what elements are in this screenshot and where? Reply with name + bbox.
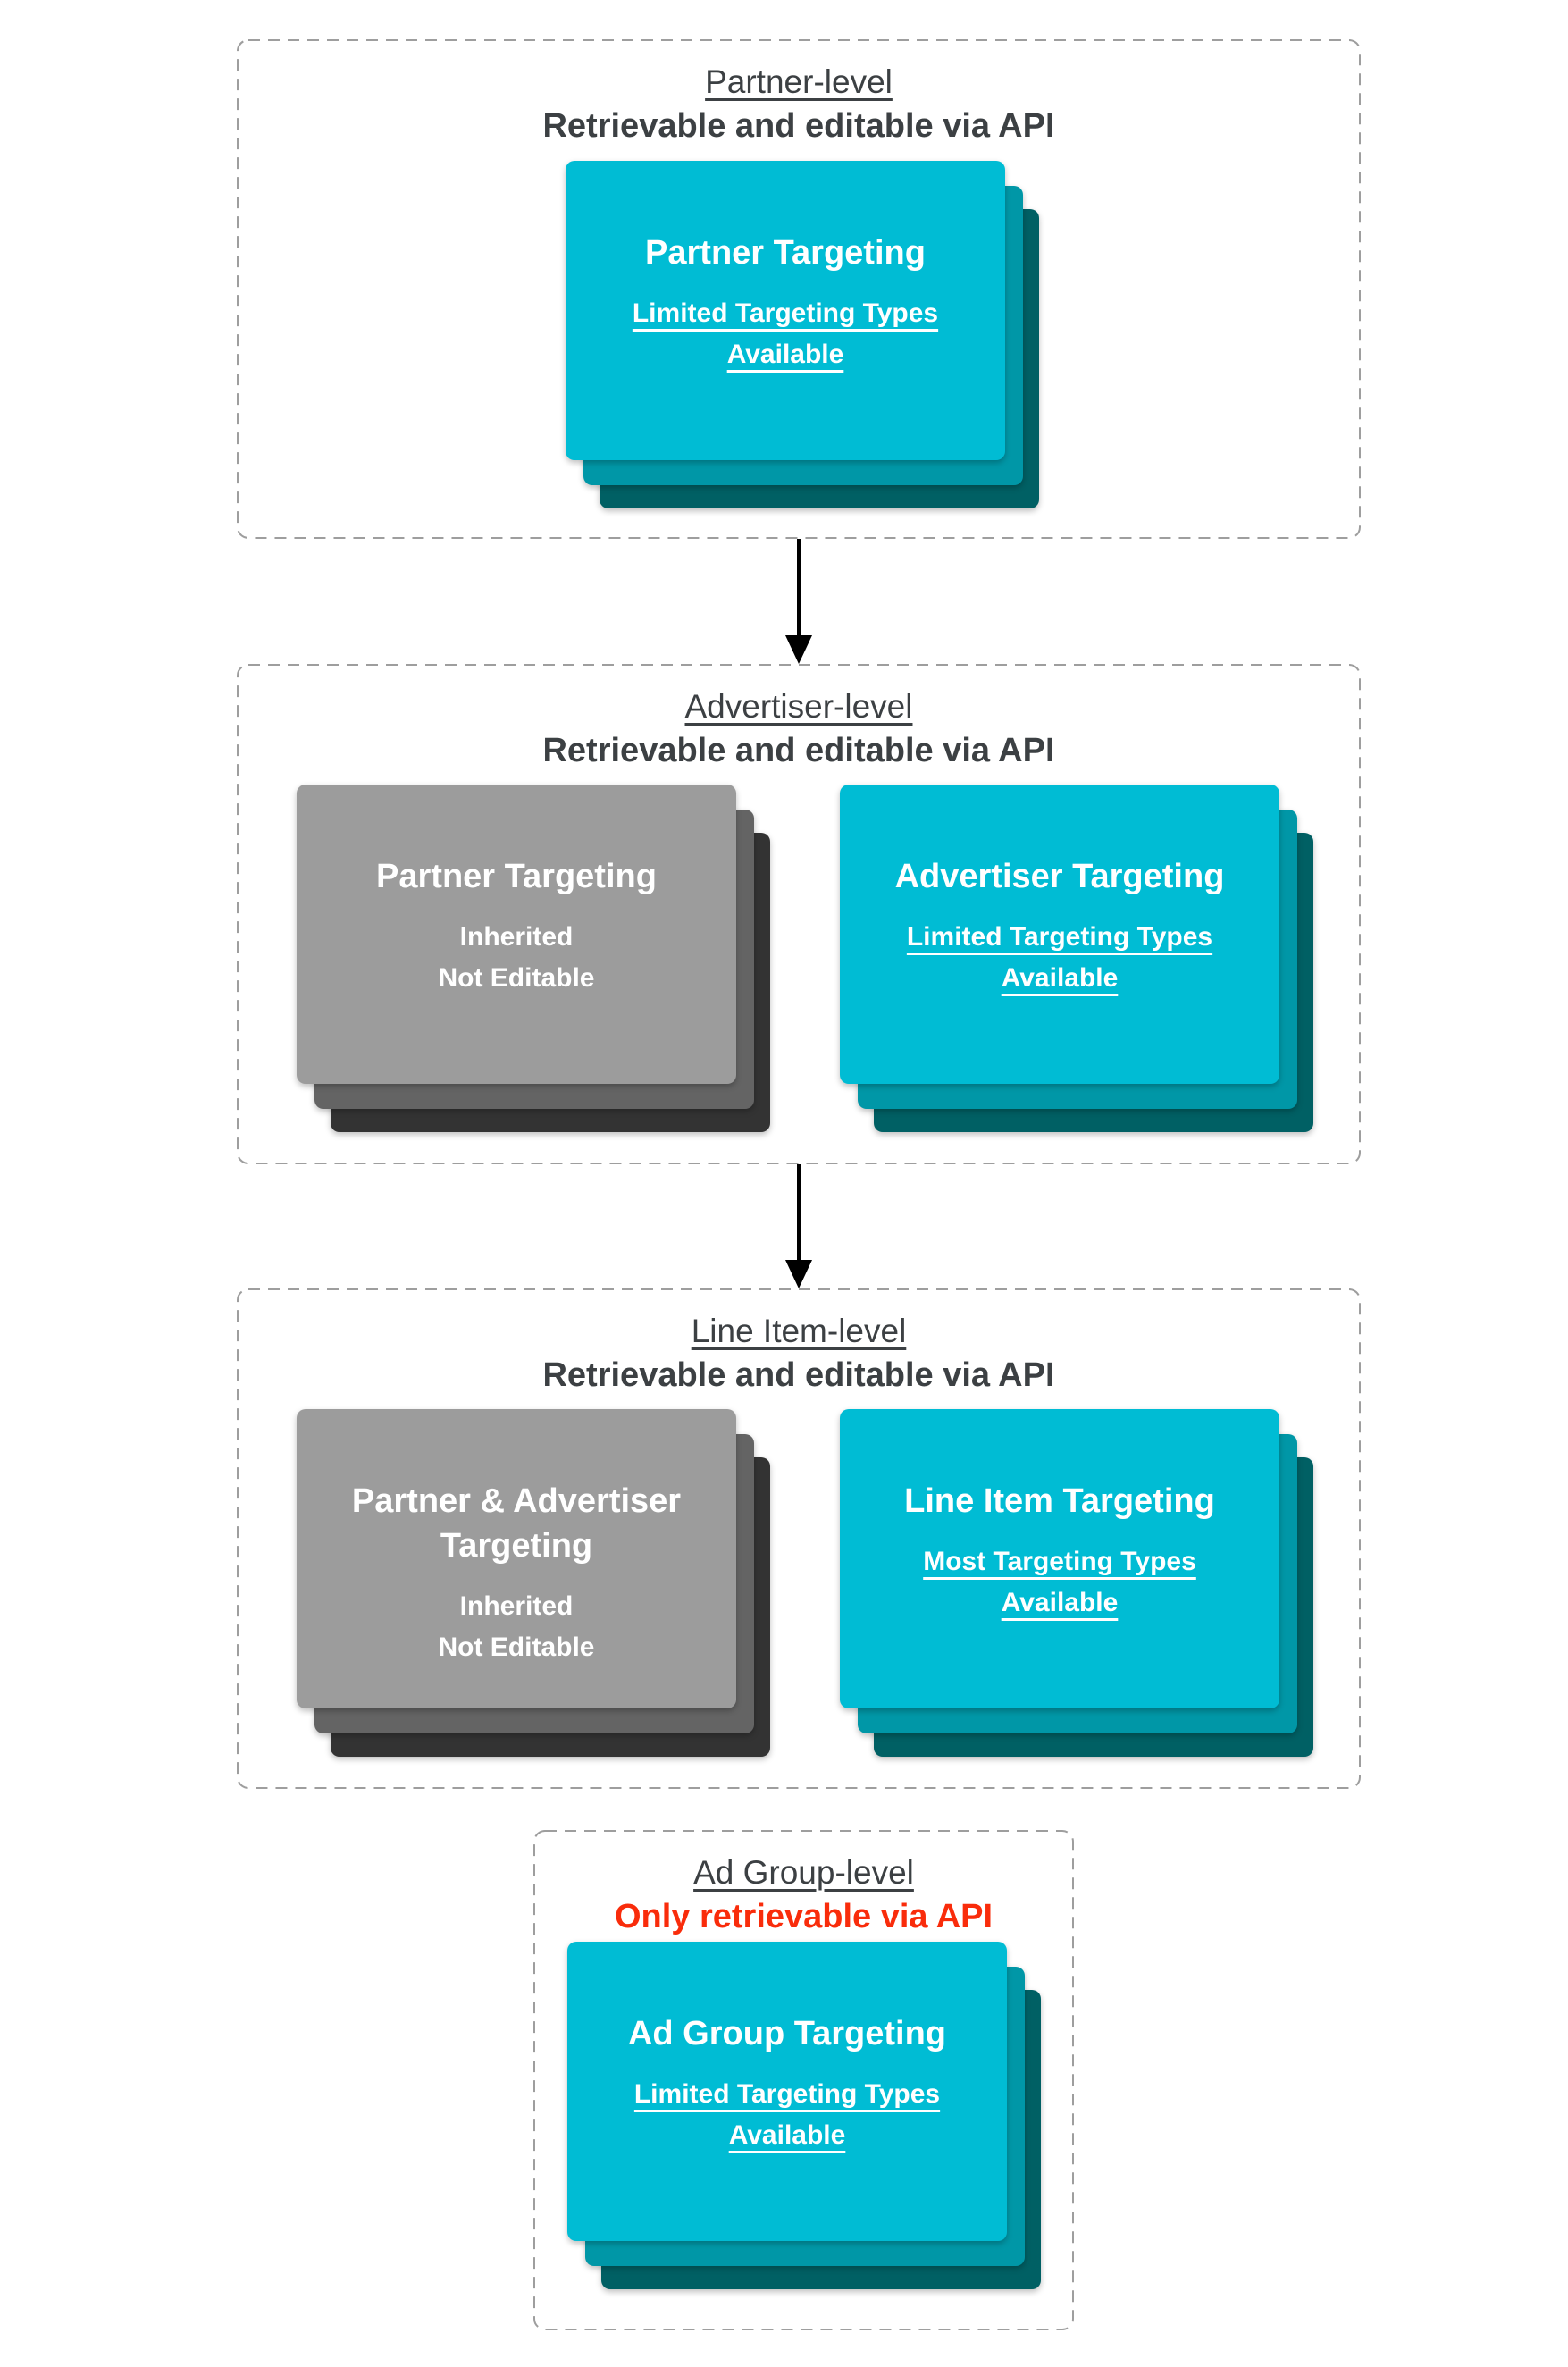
section-subtitle: Retrievable and editable via API <box>542 1356 1055 1394</box>
card-body: Limited Targeting Types Available <box>840 917 1279 999</box>
card-body: Most Targeting Types Available <box>840 1541 1279 1624</box>
card-title: Partner Targeting <box>297 785 736 899</box>
card-body-line: Not Editable <box>438 1633 595 1662</box>
card-inherited-partner-targeting: Partner Targeting Inherited Not Editable <box>297 785 736 1084</box>
card-ad-group-targeting: Ad Group Targeting Limited Targeting Typ… <box>567 1942 1007 2241</box>
card-stack-ad-group-targeting: Ad Group Targeting Limited Targeting Typ… <box>567 1942 1041 2289</box>
card-title: Partner & Advertiser Targeting <box>297 1409 736 1568</box>
card-stack-inherited-partner-advertiser-targeting: Partner & Advertiser Targeting Inherited… <box>297 1409 770 1757</box>
section-title: Ad Group-level <box>693 1854 914 1891</box>
section-subtitle: Retrievable and editable via API <box>542 732 1055 769</box>
arrow-line <box>797 539 801 635</box>
card-body: Limited Targeting Types Available <box>566 293 1005 375</box>
card-title-line: Line Item Targeting <box>904 1482 1215 1520</box>
section-header: Partner-level Retrievable and editable v… <box>237 39 1361 148</box>
card-title-line: Partner Targeting <box>376 858 657 895</box>
card-line-item-targeting: Line Item Targeting Most Targeting Types… <box>840 1409 1279 1708</box>
section-partner-level: Partner-level Retrievable and editable v… <box>237 39 1361 539</box>
card-stack-line-item-targeting: Line Item Targeting Most Targeting Types… <box>840 1409 1313 1757</box>
card-body-line: Available <box>1001 1588 1119 1617</box>
card-title: Line Item Targeting <box>840 1409 1279 1523</box>
card-advertiser-targeting: Advertiser Targeting Limited Targeting T… <box>840 785 1279 1084</box>
card-stack-inherited-partner-targeting: Partner Targeting Inherited Not Editable <box>297 785 770 1132</box>
card-body-line: Most Targeting Types <box>923 1547 1196 1576</box>
card-partner-targeting: Partner Targeting Limited Targeting Type… <box>566 161 1005 460</box>
arrow-head <box>785 635 812 664</box>
section-line-item-level: Line Item-level Retrievable and editable… <box>237 1288 1361 1789</box>
card-stack-advertiser-targeting: Advertiser Targeting Limited Targeting T… <box>840 785 1313 1132</box>
card-title-line: Partner & Advertiser <box>351 1482 682 1520</box>
section-advertiser-level: Advertiser-level Retrievable and editabl… <box>237 664 1361 1164</box>
card-body-line: Not Editable <box>438 963 595 993</box>
card-title-line: Targeting <box>440 1527 593 1565</box>
card-body: Inherited Not Editable <box>297 917 736 999</box>
card-title-line: Advertiser Targeting <box>894 858 1225 895</box>
card-body: Inherited Not Editable <box>297 1586 736 1668</box>
card-title: Ad Group Targeting <box>567 1942 1007 2056</box>
card-body-line: Inherited <box>459 922 574 952</box>
card-body-line: Inherited <box>459 1591 574 1621</box>
card-title: Advertiser Targeting <box>840 785 1279 899</box>
section-header: Line Item-level Retrievable and editable… <box>237 1288 1361 1398</box>
card-body-line: Available <box>1001 963 1119 993</box>
card-title-line: Partner Targeting <box>645 234 926 272</box>
card-body-line: Available <box>728 2120 846 2150</box>
section-title: Advertiser-level <box>684 688 913 725</box>
arrow-down-2 <box>785 1164 812 1288</box>
card-stack-partner-targeting: Partner Targeting Limited Targeting Type… <box>566 161 1039 508</box>
section-header: Ad Group-level Only retrievable via API <box>533 1830 1074 1939</box>
arrow-down-1 <box>785 539 812 664</box>
section-title: Partner-level <box>705 63 893 100</box>
card-body-line: Limited Targeting Types <box>633 2079 941 2109</box>
card-inherited-partner-advertiser-targeting: Partner & Advertiser Targeting Inherited… <box>297 1409 736 1708</box>
card-title: Partner Targeting <box>566 161 1005 275</box>
section-ad-group-level: Ad Group-level Only retrievable via API … <box>533 1830 1074 2330</box>
card-body-line: Limited Targeting Types <box>906 922 1213 952</box>
arrow-line <box>797 1164 801 1260</box>
arrow-head <box>785 1260 812 1288</box>
card-body-line: Limited Targeting Types <box>632 298 939 328</box>
card-body: Limited Targeting Types Available <box>567 2074 1007 2156</box>
section-header: Advertiser-level Retrievable and editabl… <box>237 664 1361 773</box>
section-title: Line Item-level <box>691 1313 907 1349</box>
card-title-line: Ad Group Targeting <box>627 2015 947 2052</box>
card-body-line: Available <box>726 340 844 369</box>
section-subtitle: Retrievable and editable via API <box>542 107 1055 145</box>
section-subtitle: Only retrievable via API <box>614 1898 994 1935</box>
